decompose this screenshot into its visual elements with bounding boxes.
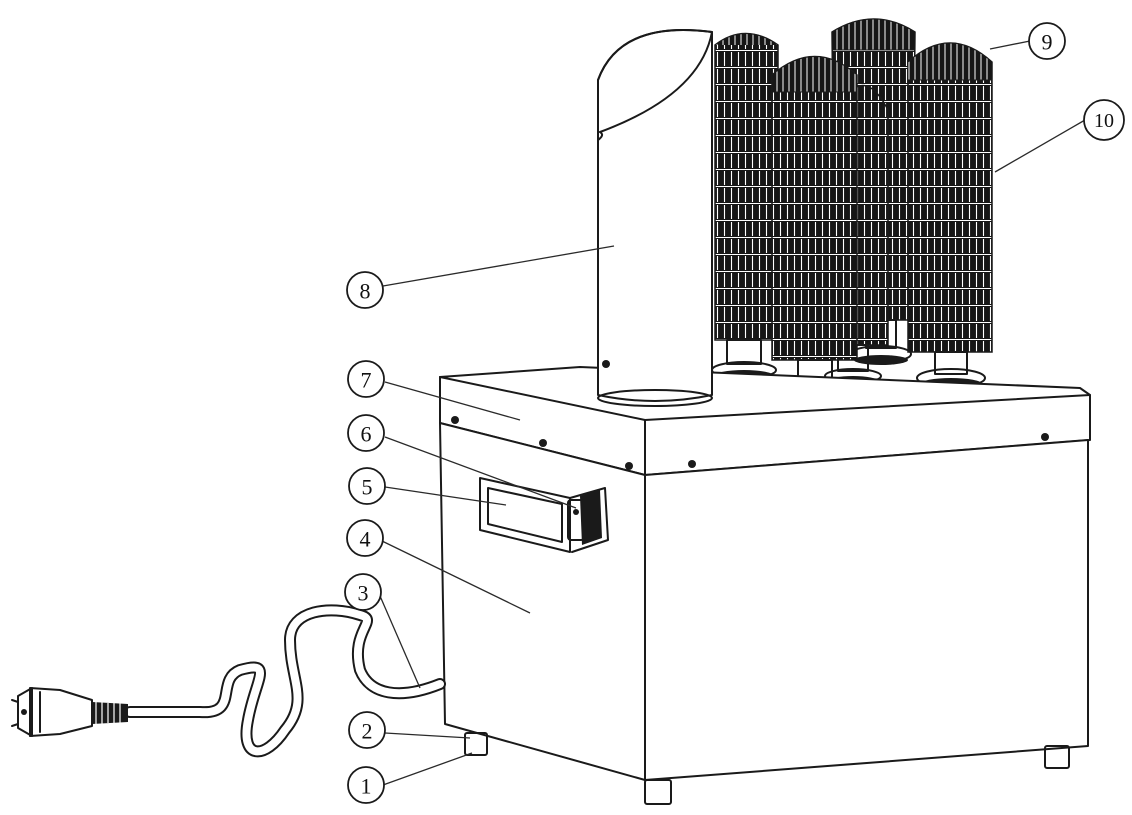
- callout-7: 7: [347, 360, 385, 398]
- exhaust-tube: [597, 29, 713, 407]
- callout-4-label: 4: [360, 527, 371, 552]
- leader-lines: [379, 40, 1086, 786]
- callout-8-label: 8: [360, 279, 371, 304]
- callout-1-label: 1: [361, 774, 372, 799]
- callout-4: 4: [346, 519, 384, 557]
- callout-7-label: 7: [361, 368, 372, 393]
- callout-9-label: 9: [1042, 30, 1053, 55]
- callout-1: 1: [347, 766, 385, 804]
- callout-10: 10: [1083, 99, 1125, 141]
- callout-8: 8: [346, 271, 384, 309]
- callout-9: 9: [1028, 22, 1066, 60]
- callout-2-label: 2: [362, 719, 373, 744]
- callout-3: 3: [344, 573, 382, 611]
- callout-6-label: 6: [361, 422, 372, 447]
- brush-rollers: [711, 18, 993, 400]
- callout-2: 2: [348, 711, 386, 749]
- brush-roller-back-left: [711, 32, 779, 382]
- callout-5-label: 5: [362, 475, 373, 500]
- callout-3-label: 3: [358, 581, 369, 606]
- brush-roller-front-center: [771, 55, 858, 400]
- callout-5: 5: [348, 467, 386, 505]
- display-panel: [479, 477, 609, 553]
- brush-roller-front-right: [907, 42, 993, 390]
- callout-10-label: 10: [1094, 110, 1114, 132]
- power-cord: [11, 604, 446, 758]
- callout-6: 6: [347, 414, 385, 452]
- housing: [439, 422, 1089, 805]
